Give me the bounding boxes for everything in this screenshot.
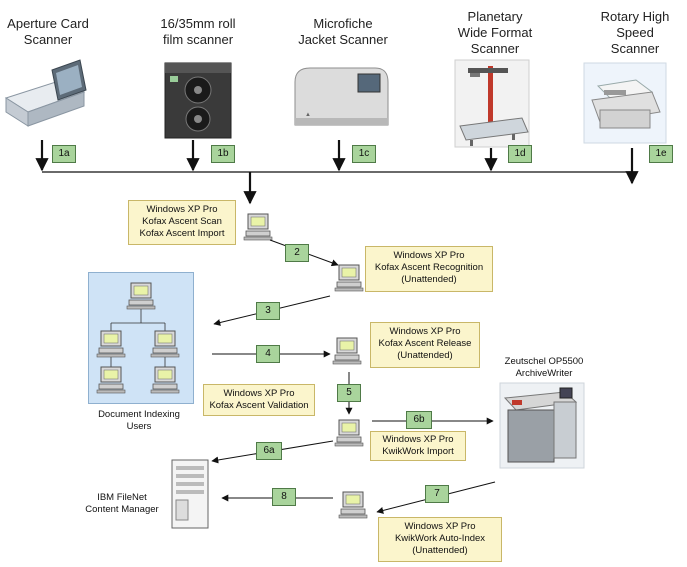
step-badge-2: 2: [285, 244, 309, 262]
aperture-scanner-title: Aperture Card Scanner: [7, 16, 89, 47]
step-badge-6b: 6b: [406, 411, 432, 429]
step-badge-1d: 1d: [508, 145, 532, 163]
indexing-users-caption: Document Indexing Users: [98, 409, 180, 432]
step-badge-1c: 1c: [352, 145, 376, 163]
step-badge-6a: 6a: [256, 442, 282, 460]
step-badge-1a: 1a: [52, 145, 76, 163]
step-badge-5: 5: [337, 384, 361, 402]
archive-writer-image: [499, 382, 585, 469]
filenet-server-image: [171, 459, 209, 529]
archive-writer-caption: Zeutschel OP5500 ArchiveWriter: [504, 356, 584, 379]
microfiche-scanner-title: Microfiche Jacket Scanner: [298, 16, 388, 47]
step-badge-1b: 1b: [211, 145, 235, 163]
step-badge-8: 8: [272, 488, 296, 506]
recognition-station-label: Windows XP Pro Kofax Ascent Recognition …: [365, 246, 493, 292]
step-badge-7: 7: [425, 485, 449, 503]
filenet-caption: IBM FileNet Content Manager: [85, 492, 159, 515]
auto-index-workstation-icon: [338, 491, 368, 519]
kwik-import-station-label: Windows XP Pro KwikWork Import: [370, 431, 466, 461]
step-badge-3: 3: [256, 302, 280, 320]
rotary-scanner-image: [583, 62, 667, 144]
scanner-bus: [35, 140, 639, 205]
step-badge-1e: 1e: [649, 145, 673, 163]
rotary-scanner-title: Rotary High Speed Scanner: [600, 9, 670, 56]
release-station-label: Windows XP Pro Kofax Ascent Release (Una…: [370, 322, 480, 368]
microfiche-scanner-image: ▲: [294, 67, 389, 126]
step-badge-4: 4: [256, 345, 280, 363]
rollfilm-scanner-title: 16/35mm roll film scanner: [160, 16, 236, 47]
recognition-workstation-icon: [334, 264, 364, 292]
indexing-users-panel: [88, 272, 194, 404]
scan-workstation-icon: [243, 213, 273, 241]
svg-text:▲: ▲: [305, 112, 311, 118]
rollfilm-scanner-image: [164, 62, 232, 139]
planetary-scanner-image: [454, 59, 530, 148]
kwik-import-workstation-icon: [334, 419, 364, 447]
planetary-scanner-title: Planetary Wide Format Scanner: [457, 9, 533, 56]
auto-index-station-label: Windows XP Pro KwikWork Auto-Index (Unat…: [378, 517, 502, 562]
aperture-scanner-image: [4, 59, 87, 127]
release-workstation-icon: [332, 337, 362, 365]
scan-station-label: Windows XP Pro Kofax Ascent Scan Kofax A…: [128, 200, 236, 245]
indexing-users-network: [96, 282, 180, 394]
validation-station-label: Windows XP Pro Kofax Ascent Validation: [203, 384, 315, 416]
